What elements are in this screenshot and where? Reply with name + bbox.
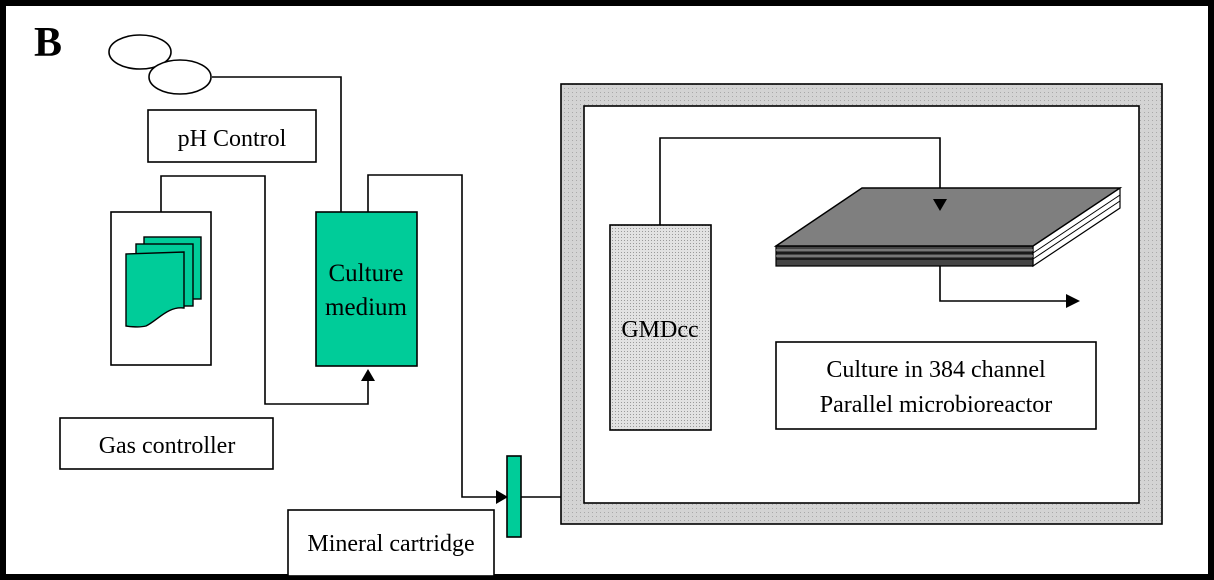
gas-cylinder-icon	[108, 34, 172, 70]
gas-cylinder-icon	[148, 59, 212, 95]
microbioreactor-plate-top	[773, 187, 1123, 247]
mineral-cartridge-label: Mineral cartridge	[307, 531, 474, 557]
ph-control-box	[147, 109, 317, 163]
plate-outlet-line	[939, 266, 1068, 302]
arrowhead-icon	[496, 490, 508, 504]
arrowhead-icon	[361, 369, 375, 381]
sheet-stack-icon	[125, 251, 185, 328]
gas-line	[212, 76, 342, 230]
ph-control-label: pH Control	[178, 126, 287, 152]
panel-letter: B	[34, 20, 62, 66]
arrowhead-icon	[1066, 294, 1080, 308]
gas-controller-box	[59, 417, 274, 470]
culture-384-box	[775, 341, 1097, 430]
gas-controller-label: Gas controller	[99, 433, 236, 459]
gas-controller-line	[160, 175, 369, 405]
plate-layer-line	[1032, 200, 1121, 260]
culture-medium-tank	[315, 211, 418, 367]
gmdcc-label: GMDcc	[621, 317, 698, 343]
mineral-cartridge-box	[287, 509, 495, 577]
culture-384-label-line2: Parallel microbioreactor	[820, 392, 1053, 418]
gmdcc-box	[609, 224, 712, 431]
culture-medium-label-line2: medium	[325, 294, 407, 321]
culture-384-label-line1: Culture in 384 channel	[826, 357, 1046, 383]
gmdcc-outlet-line	[659, 137, 941, 225]
plate-layer-line	[1032, 194, 1121, 254]
culture-medium-label-line1: Culture	[329, 260, 404, 287]
medium-outlet-line	[367, 174, 497, 498]
mineral-cartridge	[506, 455, 522, 538]
arrowhead-icon	[933, 199, 947, 211]
